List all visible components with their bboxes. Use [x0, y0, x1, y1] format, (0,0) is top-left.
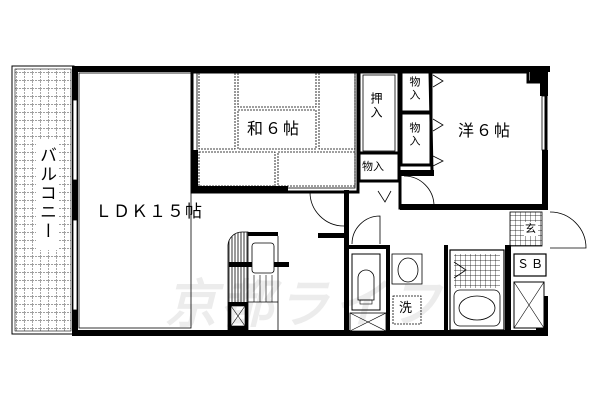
closet-3-label: 物入: [408, 122, 421, 148]
yoshitsu-label: 洋６帖: [458, 121, 513, 140]
door-swings: [309, 191, 587, 249]
entrance: [509, 211, 543, 247]
toilet: [349, 253, 387, 332]
closet-3: [399, 111, 433, 167]
yoshitsu-room: [398, 70, 548, 210]
shoe-box-label: ＳＢ: [517, 257, 546, 271]
closet-2-label: 物入: [408, 76, 421, 102]
washitsu-label: 和６帖: [247, 119, 302, 138]
storage-x: [513, 281, 545, 329]
shoe-box: [513, 253, 547, 277]
balcony: [11, 65, 75, 335]
door-markers: [377, 74, 444, 203]
balcony-label: バルコニー: [36, 146, 56, 241]
washer-label: 洗: [399, 301, 413, 316]
bathroom: [449, 249, 505, 331]
washroom: [391, 253, 423, 325]
watermark: 京都ライフ: [165, 275, 446, 335]
closet-1-label: 物入: [362, 160, 384, 173]
ldk-outline: [78, 72, 192, 329]
closet-1: [357, 151, 401, 183]
entrance-label: 玄: [525, 222, 536, 235]
washitsu-room: [190, 70, 360, 194]
kitchen: [227, 231, 279, 331]
oshiire-label: 押入: [369, 92, 383, 120]
ldk-label: ＬＤＫ１５帖: [95, 202, 203, 222]
